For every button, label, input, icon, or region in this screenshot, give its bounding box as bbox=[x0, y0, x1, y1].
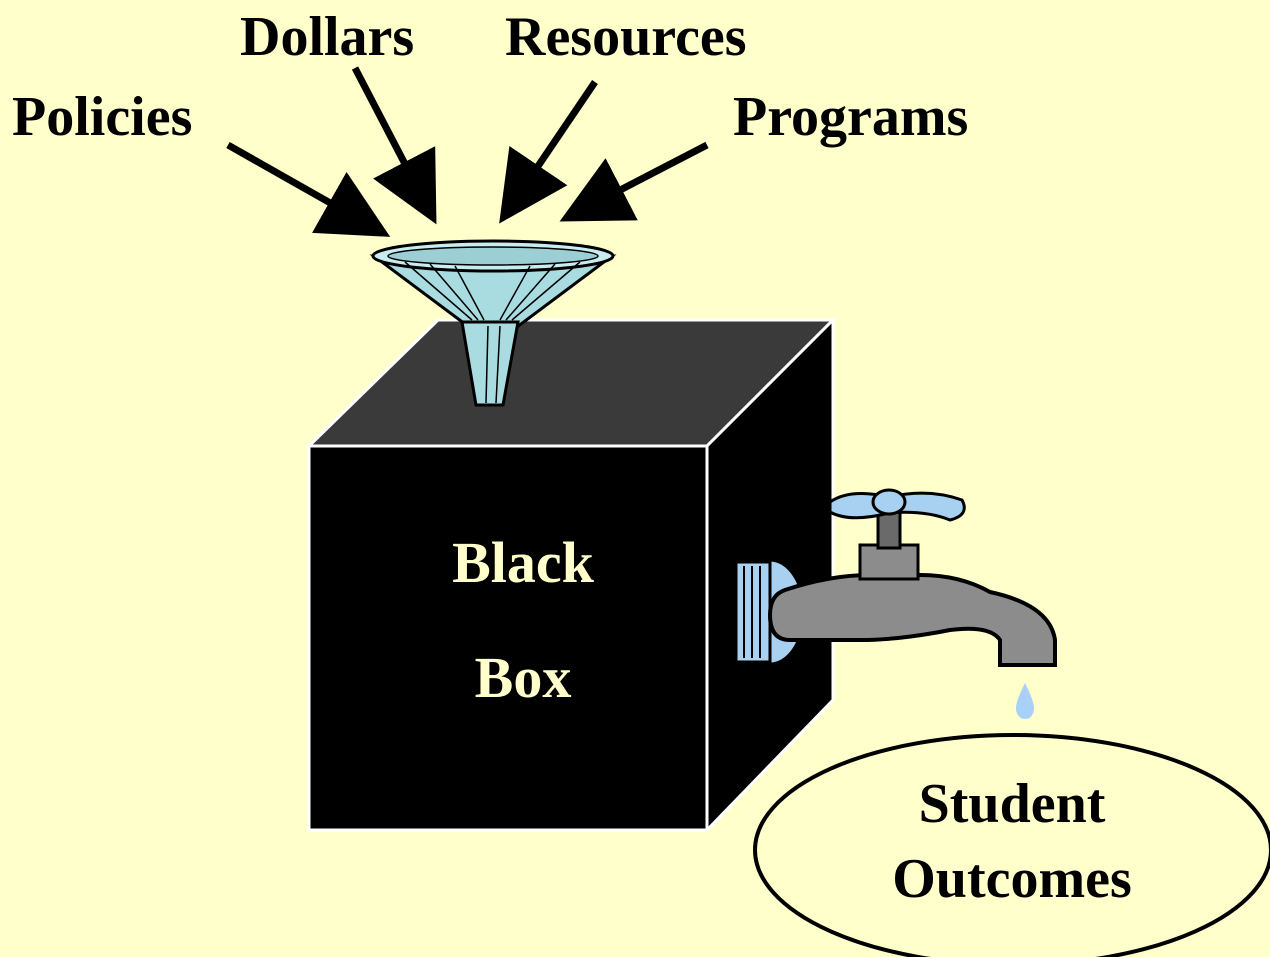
box-front-face bbox=[307, 444, 709, 832]
arrow-dollars bbox=[351, 66, 437, 225]
student-outcomes-bubble: Student Outcomes bbox=[753, 733, 1270, 957]
funnel-icon bbox=[369, 239, 617, 407]
water-drop-icon bbox=[1015, 683, 1035, 719]
black-box: Black Box bbox=[305, 316, 837, 834]
box-label-line2: Box bbox=[475, 645, 572, 710]
label-programs: Programs bbox=[733, 86, 968, 148]
outcome-label-line2: Outcomes bbox=[892, 848, 1132, 910]
label-resources: Resources bbox=[505, 6, 747, 68]
label-policies: Policies bbox=[12, 86, 192, 148]
faucet-icon bbox=[734, 488, 1057, 667]
outcome-label-line1: Student bbox=[919, 773, 1106, 835]
box-label-line1: Black bbox=[452, 530, 595, 595]
label-dollars: Dollars bbox=[240, 6, 414, 68]
arrow-policies bbox=[226, 141, 391, 237]
arrow-programs bbox=[559, 141, 709, 222]
arrow-resources bbox=[499, 80, 598, 224]
